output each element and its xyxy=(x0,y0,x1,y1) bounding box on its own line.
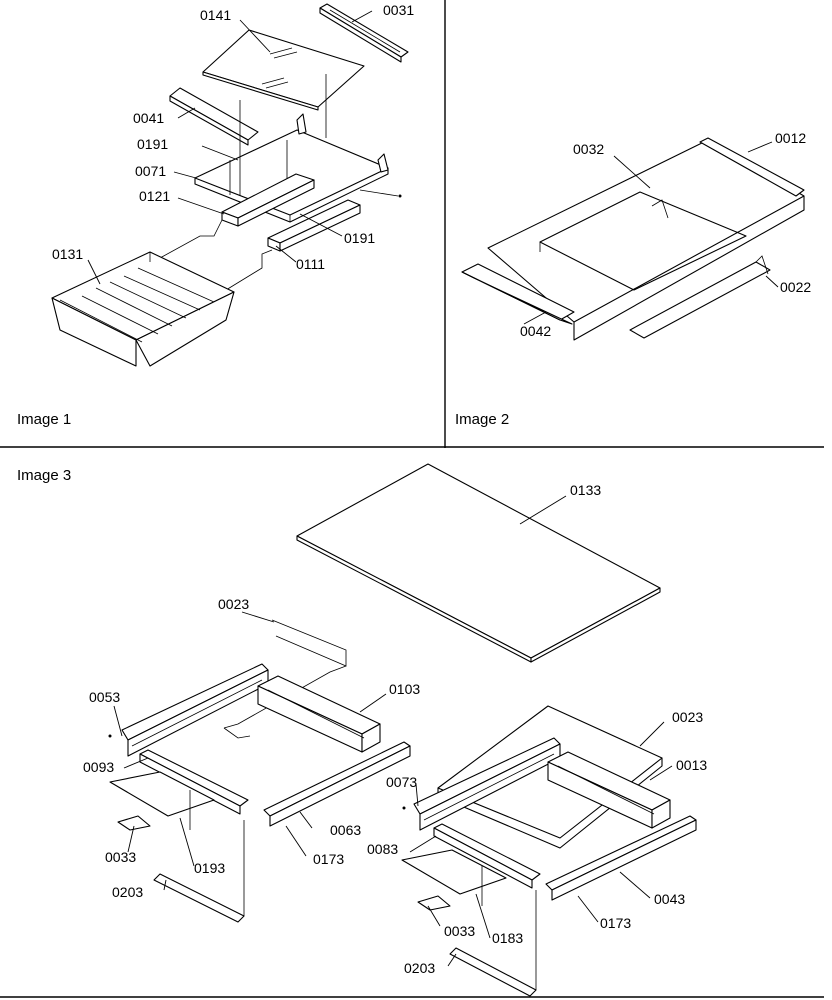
trim-part xyxy=(319,3,409,63)
label-0073: 0073 xyxy=(386,774,417,790)
left-shelf-assembly xyxy=(108,619,411,923)
rail-part xyxy=(221,173,315,227)
label-0093: 0093 xyxy=(83,759,114,775)
label-0203-left: 0203 xyxy=(112,884,143,900)
shelf-assembly-part xyxy=(461,137,805,341)
label-0191-top: 0191 xyxy=(137,136,168,152)
label-0041: 0041 xyxy=(133,110,164,126)
label-0023-right: 0023 xyxy=(672,709,703,725)
leader-lines-1 xyxy=(87,10,373,285)
label-0033-right: 0033 xyxy=(444,923,475,939)
label-0063: 0063 xyxy=(330,822,361,838)
label-0013: 0013 xyxy=(676,757,707,773)
label-0022: 0022 xyxy=(780,279,811,295)
glass-panel-part xyxy=(296,463,661,663)
label-0071: 0071 xyxy=(135,163,166,179)
leader-lines-3 xyxy=(113,495,673,967)
front-trim-part xyxy=(169,87,259,146)
caption-image-3: Image 3 xyxy=(17,467,71,484)
label-0193: 0193 xyxy=(194,860,225,876)
right-shelf-assembly xyxy=(401,705,697,997)
label-0203-right: 0203 xyxy=(404,960,435,976)
leader-lines-2 xyxy=(523,141,779,325)
label-0183: 0183 xyxy=(492,930,523,946)
panel-1: 0141 0031 0041 0191 0071 0121 0191 0111 … xyxy=(17,2,414,428)
glass-shelf-part xyxy=(202,29,365,111)
label-0053: 0053 xyxy=(89,689,120,705)
label-0083: 0083 xyxy=(367,841,398,857)
label-0043: 0043 xyxy=(654,891,685,907)
label-0133: 0133 xyxy=(570,482,601,498)
caption-image-1: Image 1 xyxy=(17,411,71,428)
label-0191-bottom: 0191 xyxy=(344,230,375,246)
label-0173-left: 0173 xyxy=(313,851,344,867)
label-0173-right: 0173 xyxy=(600,915,631,931)
label-0103: 0103 xyxy=(389,681,420,697)
label-0131: 0131 xyxy=(52,246,83,262)
crisper-drawer-part xyxy=(51,251,235,367)
label-0141: 0141 xyxy=(200,7,231,23)
label-0031: 0031 xyxy=(383,2,414,18)
label-0032: 0032 xyxy=(573,141,604,157)
label-0033-left: 0033 xyxy=(105,849,136,865)
panel-2: 0032 0012 0042 0022 Image 2 xyxy=(455,130,811,428)
caption-image-2: Image 2 xyxy=(455,411,509,428)
label-0111: 0111 xyxy=(296,256,325,272)
label-0121: 0121 xyxy=(139,188,170,204)
label-0012: 0012 xyxy=(775,130,806,146)
label-0042: 0042 xyxy=(520,323,551,339)
label-0023-left: 0023 xyxy=(218,596,249,612)
panel-3: 0133 0023 0053 0103 0093 0063 0033 0193 … xyxy=(17,463,707,997)
